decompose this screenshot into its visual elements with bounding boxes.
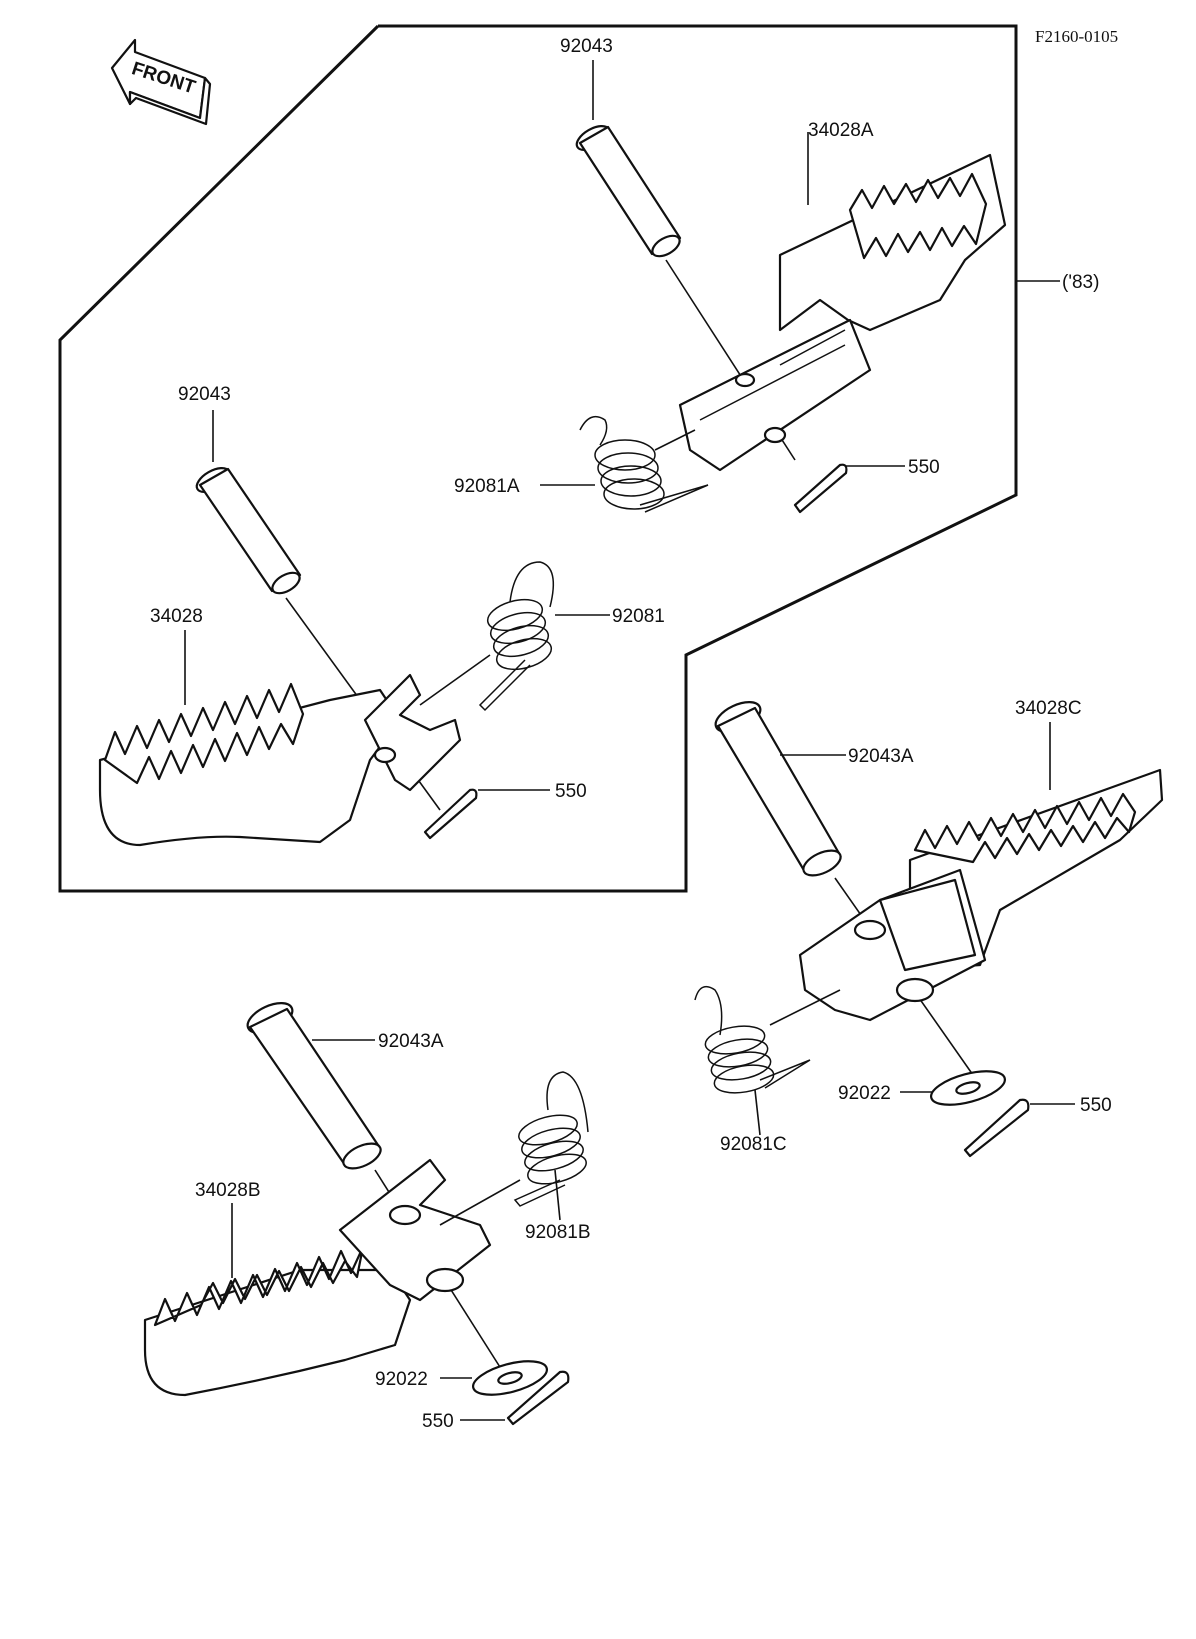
label-cotter-inner: 550 bbox=[555, 781, 587, 802]
label-cotter-83: 550 bbox=[908, 457, 940, 478]
spring-left bbox=[513, 1071, 589, 1207]
washer-right bbox=[930, 1070, 1006, 1106]
footpeg-inner bbox=[98, 673, 462, 847]
assembly-left: 92043A 34028B 92081B 92022 bbox=[143, 1002, 591, 1432]
group-outline bbox=[58, 24, 1018, 893]
label-peg-right: 34028C bbox=[1015, 698, 1082, 719]
pin-right bbox=[714, 701, 842, 877]
pin-inner bbox=[195, 466, 302, 595]
label-spring-83: 92081A bbox=[454, 476, 520, 497]
spring-inner bbox=[478, 561, 555, 712]
front-arrow-icon: FRONT bbox=[110, 38, 212, 126]
label-peg-inner: 34028 bbox=[150, 606, 203, 627]
label-cotter-left: 550 bbox=[422, 1411, 454, 1432]
label-pin-inner: 92043 bbox=[178, 384, 231, 405]
cotter-pin-inner bbox=[423, 788, 478, 840]
assembly-right: 92043A 34028C 92081C 92022 bbox=[694, 698, 1164, 1158]
variant-note: ('83) bbox=[1062, 272, 1099, 293]
footpeg-left bbox=[143, 1158, 492, 1397]
label-peg-83: 34028A bbox=[808, 120, 874, 141]
label-spring-inner: 92081 bbox=[612, 606, 665, 627]
figure-id: F2160-0105 bbox=[1035, 27, 1118, 46]
spring-right bbox=[694, 985, 811, 1094]
cotter-pin-83 bbox=[793, 463, 848, 514]
label-washer-right: 92022 bbox=[838, 1083, 891, 1104]
spring-83 bbox=[579, 415, 709, 513]
pin-83 bbox=[575, 124, 682, 258]
footpeg-right bbox=[798, 768, 1164, 1022]
washer-left bbox=[472, 1360, 548, 1396]
assembly-83: 92043 34028A 92081A 550 bbox=[454, 36, 1007, 514]
pin-left bbox=[246, 1002, 382, 1170]
label-cotter-right: 550 bbox=[1080, 1095, 1112, 1116]
label-pin-right: 92043A bbox=[848, 746, 914, 767]
cotter-pin-left bbox=[506, 1370, 570, 1426]
label-pin-left: 92043A bbox=[378, 1031, 444, 1052]
label-washer-left: 92022 bbox=[375, 1369, 428, 1390]
assembly-inner: 92043 34028 92081 550 bbox=[98, 384, 665, 847]
cotter-pin-right bbox=[963, 1098, 1030, 1158]
label-pin-83: 92043 bbox=[560, 36, 613, 57]
label-spring-left: 92081B bbox=[525, 1222, 591, 1243]
label-peg-left: 34028B bbox=[195, 1180, 261, 1201]
label-spring-right: 92081C bbox=[720, 1134, 787, 1155]
footpeg-83 bbox=[678, 153, 1007, 472]
